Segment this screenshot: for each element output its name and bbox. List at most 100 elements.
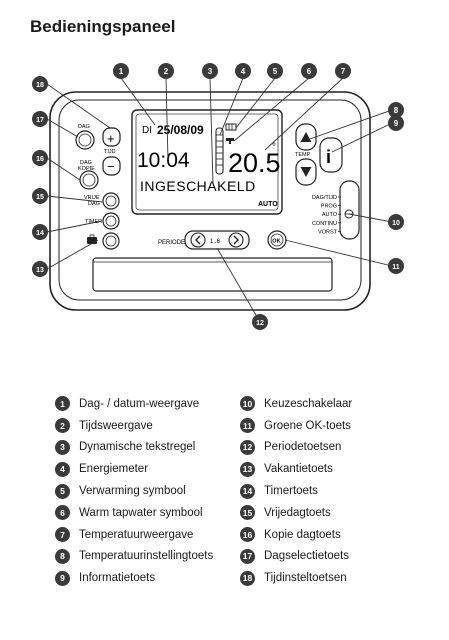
temp-down-button[interactable]: [295, 158, 317, 186]
legend-label: Temperatuurinstellingtoets: [79, 550, 214, 563]
legend-number: 1: [55, 396, 70, 412]
selector-position-label: CONTINU: [312, 221, 337, 227]
legend-item: 16 Kopie dagtoets: [240, 524, 425, 546]
time-display: 10:04: [137, 149, 190, 172]
selector-position-label: AUTO: [322, 212, 338, 218]
vrije-dag-label-2: DAG: [88, 201, 100, 207]
callout-11: 11: [392, 264, 400, 271]
temp-label: TEMP: [295, 152, 311, 158]
legend-number: 3: [55, 439, 70, 455]
legend-item: 10 Keuzeschakelaar: [240, 393, 425, 415]
legend-number: 11: [240, 418, 255, 434]
callout-9: 9: [394, 119, 399, 128]
time-minus-button[interactable]: −: [102, 156, 121, 176]
callout-1: 1: [119, 67, 124, 76]
copy-day-button[interactable]: [79, 170, 99, 190]
legend-item: 13 Vakantietoets: [240, 458, 425, 480]
vrije-dag-label-1: VRIJE: [84, 195, 100, 201]
legend-label: Dag- / datum-weergave: [79, 397, 200, 410]
heating-icon: [225, 123, 237, 131]
legend-number: 8: [55, 548, 70, 564]
lcd-inner-frame: [135, 113, 279, 211]
legend-number: 2: [55, 418, 70, 434]
selector-labels: DAG/TIJD PROG AUTO CONTINU VORST: [312, 195, 341, 235]
legend-column-right: 10 Keuzeschakelaar 11 Groene OK-toets 12 Peri…: [240, 393, 425, 589]
legend-item: 1 Dag- / datum-weergave: [55, 393, 240, 415]
periode-value: 1..6: [210, 239, 221, 245]
callout-lines: [46, 77, 393, 323]
legend-label: Tijdsweergave: [79, 419, 153, 432]
selector-position-label: VORST: [318, 229, 338, 235]
chevron-left-icon: [195, 235, 201, 245]
callout-3: 3: [208, 67, 213, 76]
legend-number: 10: [240, 396, 255, 412]
periode-next-button[interactable]: [228, 232, 244, 248]
legend-label: Energiemeter: [79, 463, 149, 476]
callout-16: 16: [36, 156, 44, 163]
legend-number: 14: [240, 483, 255, 499]
holiday-button[interactable]: [102, 232, 120, 250]
legend-number: 4: [55, 461, 70, 477]
lcd-screen: [131, 109, 283, 215]
legend-label: Timertoets: [264, 485, 318, 498]
page-title: Bedieningspaneel: [30, 17, 176, 36]
callout-2: 2: [164, 67, 169, 76]
time-plus-button[interactable]: +: [102, 127, 121, 147]
legend-number: 12: [240, 439, 255, 455]
device-inner-outline: [58, 99, 362, 301]
callout-14: 14: [36, 230, 44, 237]
periode-prev-button[interactable]: [190, 232, 206, 248]
legend-column-left: 1 Dag- / datum-weergave 2 Tijdsweergave 3 Dyn…: [55, 393, 240, 589]
dynamic-text-line: INGESCHAKELD: [140, 178, 256, 194]
temp-up-button[interactable]: [295, 123, 317, 151]
info-button[interactable]: i: [319, 137, 343, 173]
legend-label: Groene OK-toets: [264, 419, 351, 432]
legend-item: 12 Periodetoetsen: [240, 437, 425, 459]
selector-position-label: PROG: [321, 204, 337, 210]
callout-18: 18: [36, 82, 44, 89]
legend-number: 16: [240, 527, 255, 543]
legend-label: Vakantietoets: [264, 463, 333, 476]
info-icon: i: [326, 147, 331, 167]
free-day-button[interactable]: [102, 192, 120, 210]
thermostat-diagram: DI 25/08/09 10:04 20.5 ° INGESCHAKELD AU…: [32, 63, 404, 330]
legend-number: 9: [55, 570, 70, 586]
callout-7: 7: [341, 67, 346, 76]
legend-label: Dynamische tekstregel: [79, 441, 196, 454]
day-display: DI: [142, 125, 152, 136]
legend-label: Dagselectietoets: [264, 550, 350, 563]
legend-number: 7: [55, 527, 70, 543]
legend-number: 6: [55, 505, 70, 521]
legend-item: 8 Temperatuurinstellingtoets: [55, 546, 240, 568]
callout-17: 17: [36, 117, 44, 124]
selector-position-label: DAG/TIJD: [312, 195, 337, 201]
dag-kopie-label-1: DAG: [80, 160, 92, 166]
day-select-button[interactable]: [75, 130, 95, 150]
legend-label: Keuzeschakelaar: [264, 397, 353, 410]
down-triangle-icon: [300, 167, 312, 177]
legend-label: Tijdinsteltoetsen: [264, 572, 347, 585]
plus-icon: +: [107, 131, 115, 146]
legend-number: 5: [55, 483, 70, 499]
callout-8: 8: [394, 106, 399, 115]
callout-badges: 1 2 3 4 5 6 7 8: [32, 63, 404, 330]
legend-item: 2 Tijdsweergave: [55, 415, 240, 437]
ok-label: OK: [272, 239, 280, 245]
minus-icon: −: [107, 159, 115, 174]
legend-label: Periodetoetsen: [264, 441, 342, 454]
legend-number: 13: [240, 461, 255, 477]
legend-label: Kopie dagtoets: [264, 528, 341, 541]
legend-item: 14 Timertoets: [240, 480, 425, 502]
hot-water-tap-icon: [226, 138, 234, 144]
ok-button[interactable]: OK: [267, 230, 287, 250]
mode-display: AUTO: [258, 201, 278, 208]
dag-label: DAG: [78, 124, 90, 130]
legend-item: 11 Groene OK-toets: [240, 415, 425, 437]
timer-button[interactable]: [102, 212, 120, 230]
legend-item: 3 Dynamische tekstregel: [55, 437, 240, 459]
